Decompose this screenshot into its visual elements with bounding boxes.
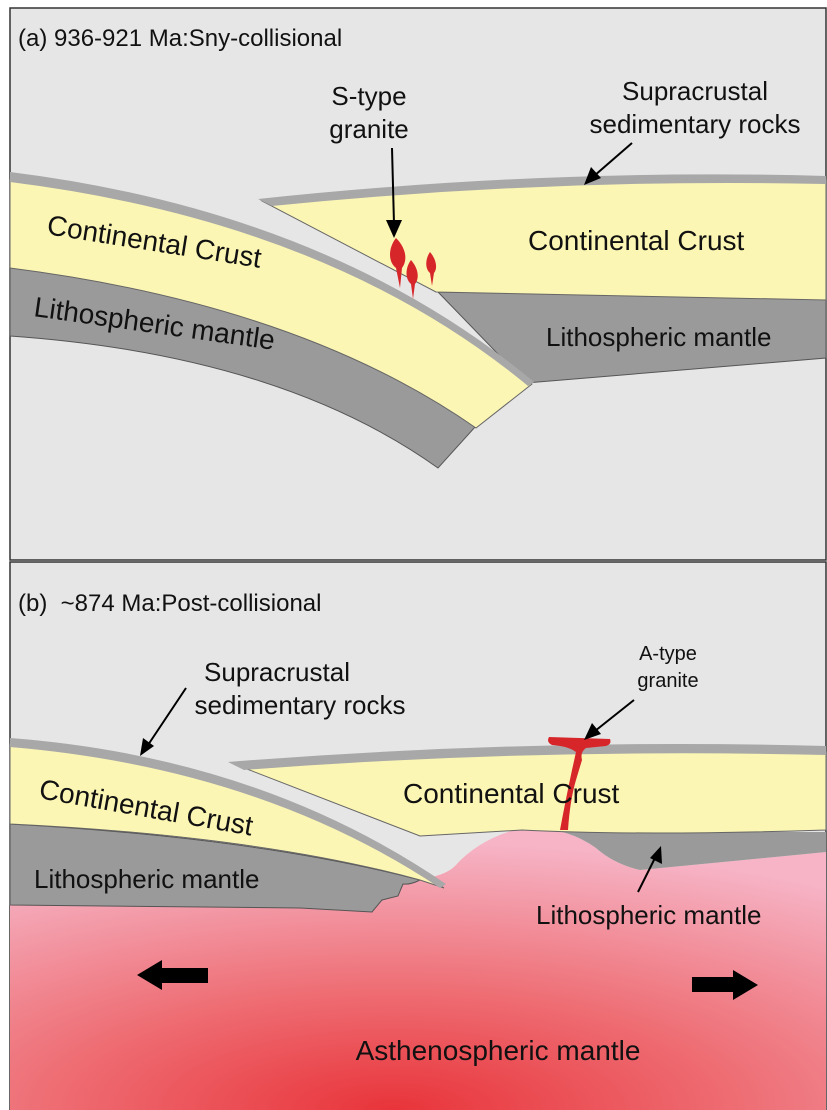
supracrustal-label-line2: sedimentary rocks (590, 109, 801, 139)
asthenosphere-label: Asthenospheric mantle (356, 1035, 641, 1066)
s-type-label-line2: granite (329, 114, 409, 144)
panel-b-title: (b) ~874 Ma:Post-collisional (18, 590, 321, 617)
a-type-label-line1: A-type (639, 643, 697, 665)
s-type-label-line1: S-type (331, 81, 406, 111)
panel-a: (a) 936-921 Ma:Sny-collisional S-type gr… (10, 8, 826, 560)
panel-b: (b) ~874 Ma:Post-collisional Supracrusta… (10, 562, 826, 1110)
panel-a-title: (a) 936-921 Ma:Sny-collisional (18, 25, 342, 52)
supracrustal-label-line1: Supracrustal (204, 657, 350, 687)
crust-label-right: Continental Crust (403, 778, 620, 809)
crust-label-right: Continental Crust (528, 225, 745, 256)
mantle-label-right: Lithospheric mantle (536, 900, 761, 930)
supracrustal-label-line1: Supracrustal (622, 76, 768, 106)
mantle-label-right: Lithospheric mantle (546, 322, 771, 352)
mantle-label-left: Lithospheric mantle (34, 864, 259, 894)
supracrustal-label-line2: sedimentary rocks (195, 690, 406, 720)
a-type-label-line2: granite (637, 670, 698, 692)
